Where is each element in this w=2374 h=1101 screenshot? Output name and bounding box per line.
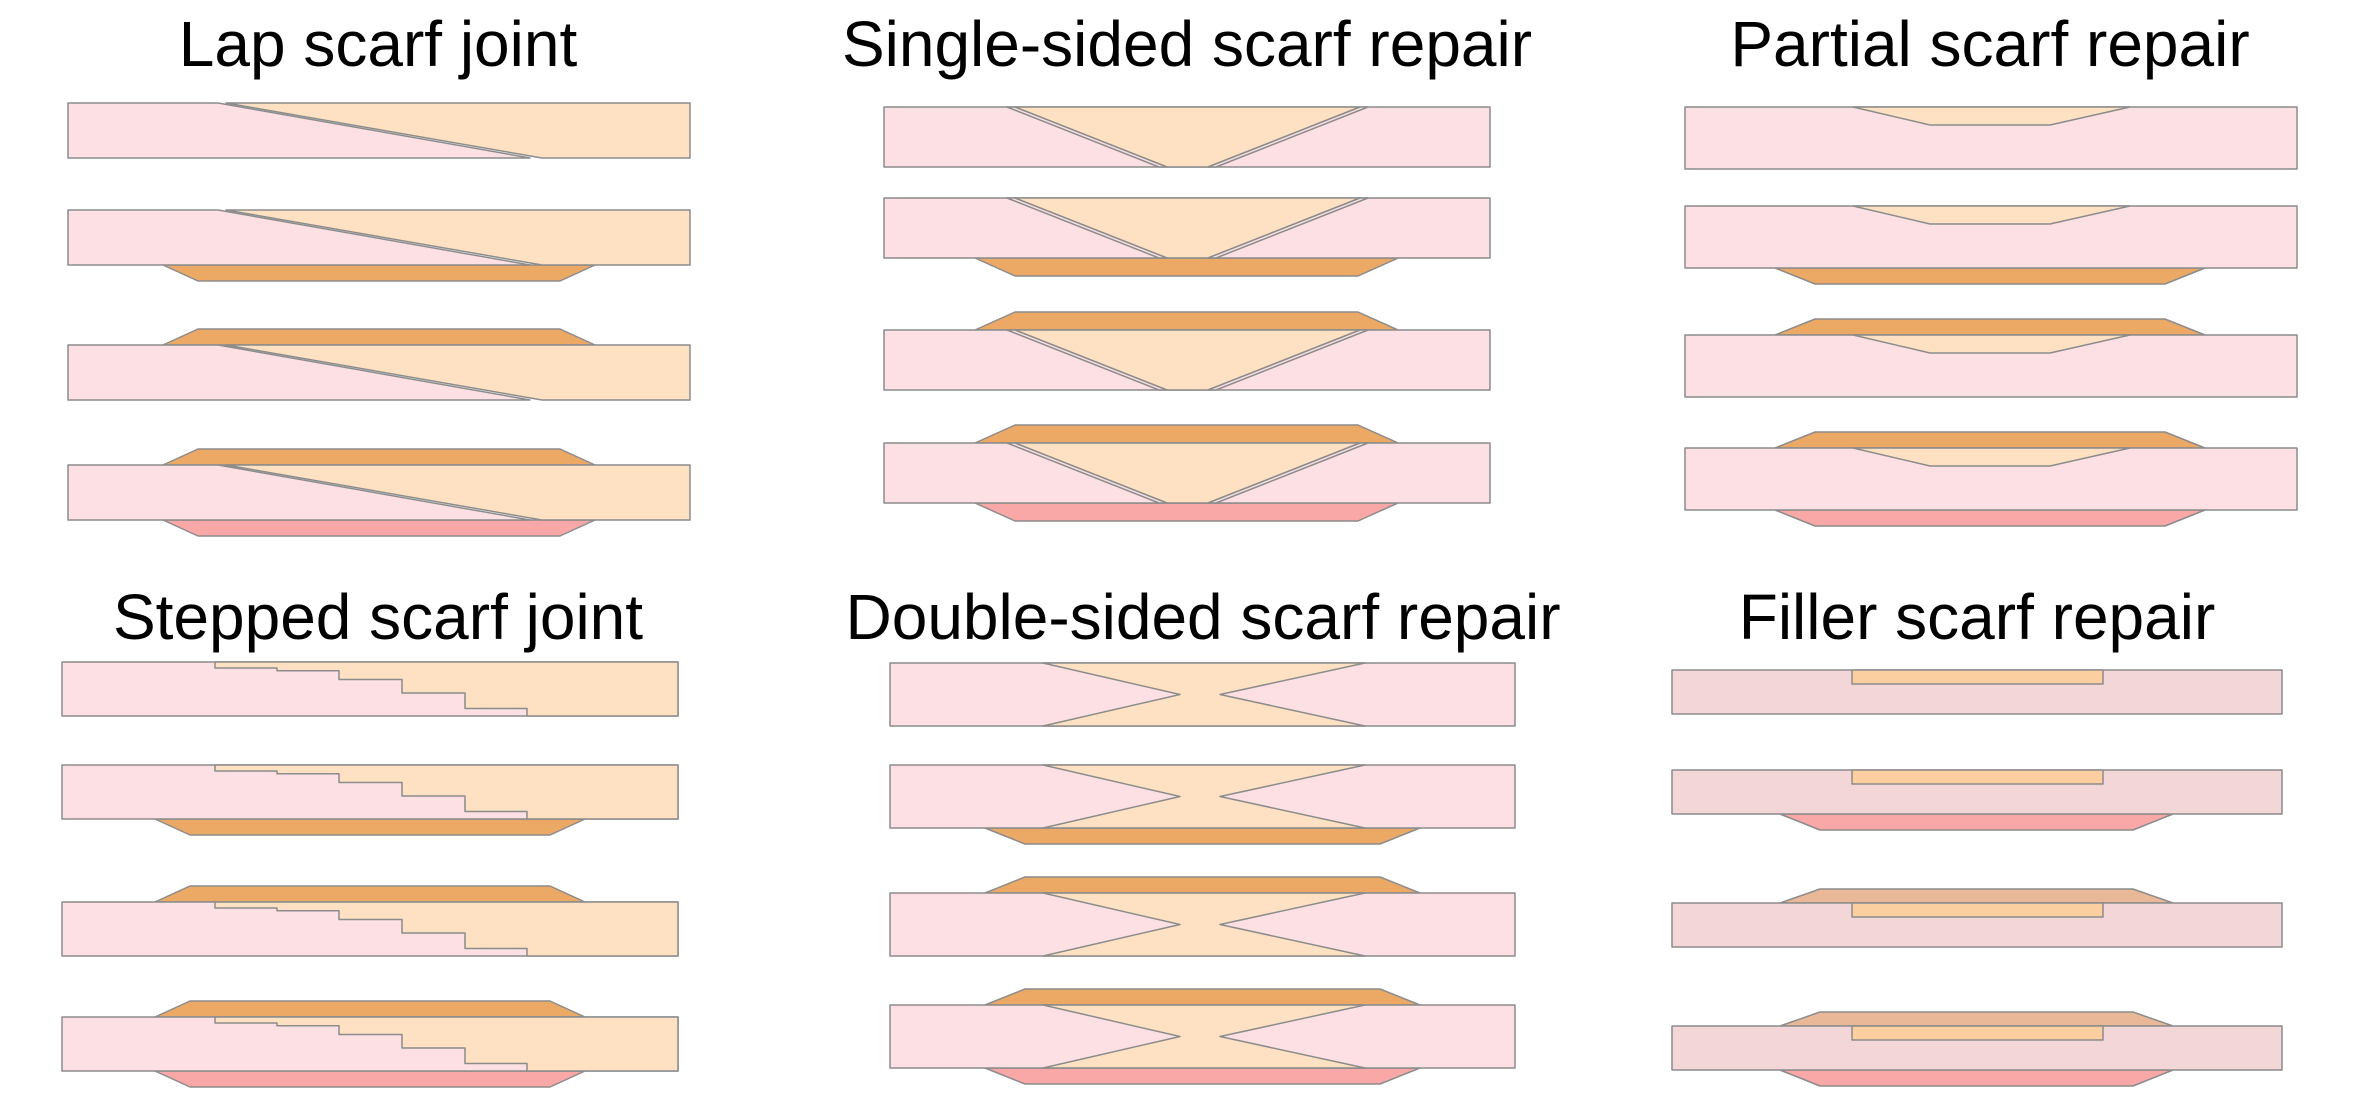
title-filler-scarf-repair: Filler scarf repair [1738,581,2216,653]
bottom-doubler [974,502,1399,522]
bottom-doubler [154,818,586,836]
scarf-patch [225,344,691,401]
parent-adherend [67,344,531,401]
bottom-doubler [1779,813,2174,831]
adhesive-line-right [1207,442,1369,504]
top-doubler [154,885,586,903]
panel-double-sided-scarf-repair [889,662,1516,1085]
stepped-patch [214,1016,679,1072]
top-doubler [154,1000,586,1018]
adhesive-line-right [1207,329,1369,391]
panel-partial-scarf-repair [1684,106,2298,527]
double-scarf-patch [1042,1004,1366,1069]
bottom-doubler [1774,267,2206,285]
stepped-patch [214,764,679,820]
scarf-patch [1852,447,2131,467]
panel-filler-scarf-repair [1671,669,2283,1087]
scarf-patch [225,464,691,521]
top-doubler [974,424,1399,444]
parent-adherend [67,464,531,521]
top-doubler [1774,318,2206,336]
panel-stepped-scarf-joint [61,661,679,1088]
top-doubler [162,328,596,346]
panel-single-sided-scarf-repair [883,106,1491,522]
top-doubler [984,876,1421,894]
bottom-doubler [162,519,596,537]
title-single-sided-scarf-repair: Single-sided scarf repair [841,8,1533,80]
adhesive-line-left [1006,106,1168,168]
bottom-doubler [974,257,1399,277]
filler-plug [1851,669,2104,685]
stepped-patch [214,661,679,717]
top-doubler [974,311,1399,331]
stepped-patch [214,901,679,957]
adhesive-line-right [1207,197,1369,259]
scarf-patch [1852,106,2131,126]
panel-lap-scarf-joint [67,102,691,537]
adhesive-line-right [1207,106,1369,168]
filler-plug [1851,1025,2104,1041]
scarf-patch [225,102,691,159]
adhesive-line-left [1006,329,1168,391]
bottom-doubler [984,827,1421,845]
filler-plug [1851,902,2104,918]
parent-adherend [67,102,531,159]
scarf-patch [1852,334,2131,354]
filler-plug [1851,769,2104,785]
scarf-patch [1852,205,2131,225]
title-stepped-scarf-joint: Stepped scarf joint [112,581,644,653]
top-doubler [1779,1011,2174,1027]
double-scarf-patch [1042,764,1366,829]
bottom-doubler [162,264,596,282]
top-doubler [1779,888,2174,904]
double-scarf-patch [1042,892,1366,957]
adhesive-line-left [1006,197,1168,259]
scarf-patch [225,209,691,266]
title-double-sided-scarf-repair: Double-sided scarf repair [845,581,1561,653]
top-doubler [984,988,1421,1006]
bottom-doubler [1774,509,2206,527]
adhesive-line-left [1006,442,1168,504]
top-doubler [1774,431,2206,449]
double-scarf-patch [1042,662,1366,727]
bottom-doubler [1779,1069,2174,1087]
title-lap-scarf-joint: Lap scarf joint [178,8,578,80]
title-partial-scarf-repair: Partial scarf repair [1730,8,2250,80]
bottom-doubler [984,1067,1421,1085]
parent-adherend [67,209,531,266]
top-doubler [162,448,596,466]
bottom-doubler [154,1070,586,1088]
